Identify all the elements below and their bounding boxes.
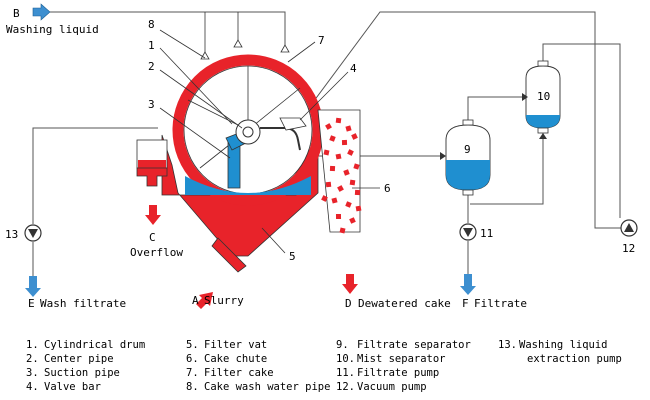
cake-piece	[339, 227, 346, 234]
legend-text-12: Vacuum pump	[357, 381, 427, 393]
legend-num-8: 8.	[186, 381, 199, 393]
legend-text-11: Filtrate pump	[357, 367, 439, 379]
legend-num-5: 5.	[186, 339, 199, 351]
cake-piece	[355, 205, 362, 212]
pump-11	[459, 223, 477, 241]
stream-D-label: Dewatered cake	[358, 297, 451, 310]
stream-D-letter: D	[345, 297, 352, 310]
legend-num-9: 9.	[336, 339, 349, 351]
cake-piece	[353, 163, 360, 170]
cake-piece	[323, 149, 330, 156]
legend-text-1: Cylindrical drum	[44, 339, 145, 351]
legend-text-8: Cake wash water pipe	[204, 381, 330, 393]
arrow-F	[460, 274, 476, 295]
stream-E-letter: E	[28, 297, 35, 310]
legend: 1. Cylindrical drum 2. Center pipe 3. Su…	[26, 339, 622, 393]
cake-piece	[335, 213, 342, 220]
legend-text-10: Mist separator	[357, 353, 446, 365]
cake-piece	[325, 123, 332, 130]
legend-num-2: 2.	[26, 353, 39, 365]
cake-piece	[335, 153, 342, 160]
pump-12	[620, 219, 638, 237]
stream-E-label: Wash filtrate	[40, 297, 126, 310]
legend-text-13b: extraction pump	[527, 353, 622, 365]
arrow-B	[32, 3, 51, 21]
cake-piece	[343, 169, 350, 176]
legend-num-7: 7.	[186, 367, 199, 379]
wash-liquid-header	[50, 11, 286, 45]
cake-piece	[325, 181, 332, 188]
cake-piece	[349, 217, 356, 224]
callout-1: 1	[148, 39, 155, 52]
stream-C-label: Overflow	[130, 246, 183, 259]
stream-A-letter: A	[192, 294, 199, 307]
legend-num-6: 6.	[186, 353, 199, 365]
mist-separator	[522, 60, 561, 139]
overflow-box	[136, 139, 168, 187]
spray-nozzles	[200, 39, 290, 60]
legend-num-12: 12.	[336, 381, 355, 393]
callout-8: 8	[148, 18, 155, 31]
cake-piece	[345, 125, 352, 132]
stream-B-label: Washing liquid	[6, 23, 99, 36]
callout-12: 12	[622, 242, 635, 255]
cake-piece	[345, 201, 352, 208]
callout-9: 9	[464, 143, 471, 156]
legend-text-3: Suction pipe	[44, 367, 120, 379]
cake-piece	[335, 117, 342, 124]
stream-F-letter: F	[462, 297, 469, 310]
cake-piece	[329, 135, 336, 142]
callout-6: 6	[384, 182, 391, 195]
callout-7: 7	[318, 34, 325, 47]
legend-text-13: Washing liquid	[519, 339, 608, 351]
callout-11: 11	[480, 227, 493, 240]
cake-piece	[337, 185, 344, 192]
center-pipe	[235, 117, 307, 151]
cake-piece	[351, 133, 358, 140]
arrow-E	[25, 276, 41, 297]
legend-num-10: 10.	[336, 353, 355, 365]
legend-text-6: Cake chute	[204, 353, 267, 365]
dewatered-cake-pieces	[321, 117, 362, 234]
legend-text-7: Filter cake	[204, 367, 274, 379]
cake-chute	[317, 109, 361, 233]
legend-num-11: 11.	[336, 367, 355, 379]
legend-num-1: 1.	[26, 339, 39, 351]
callout-3: 3	[148, 98, 155, 111]
stream-B-letter: B	[13, 7, 20, 20]
callout-2: 2	[148, 60, 155, 73]
legend-num-13: 13.	[498, 339, 517, 351]
arrow-C	[145, 205, 161, 225]
legend-text-5: Filter vat	[204, 339, 267, 351]
cake-piece	[347, 149, 354, 156]
stream-F-label: Filtrate	[474, 297, 527, 310]
legend-num-4: 4.	[26, 381, 39, 393]
callout-5: 5	[289, 250, 296, 263]
cake-piece	[329, 165, 336, 172]
legend-text-9: Filtrate separator	[357, 339, 471, 351]
cake-piece	[331, 197, 338, 204]
leader-lines	[159, 29, 380, 254]
legend-text-4: Valve bar	[44, 381, 101, 393]
cake-piece	[354, 189, 361, 196]
legend-text-2: Center pipe	[44, 353, 114, 365]
cake-piece	[349, 179, 356, 186]
arrow-D	[342, 274, 358, 294]
legend-num-3: 3.	[26, 367, 39, 379]
callout-4: 4	[350, 62, 357, 75]
cake-piece	[341, 139, 348, 146]
pump-13	[24, 224, 42, 242]
callout-10: 10	[537, 90, 550, 103]
arrow-A	[196, 292, 213, 309]
vacuum-line	[284, 11, 622, 229]
callout-13: 13	[5, 228, 18, 241]
cake-piece	[321, 195, 328, 202]
stream-A-label: Slurry	[204, 294, 244, 307]
filtrate-separator	[440, 119, 491, 196]
stream-C-letter: C	[149, 231, 156, 244]
